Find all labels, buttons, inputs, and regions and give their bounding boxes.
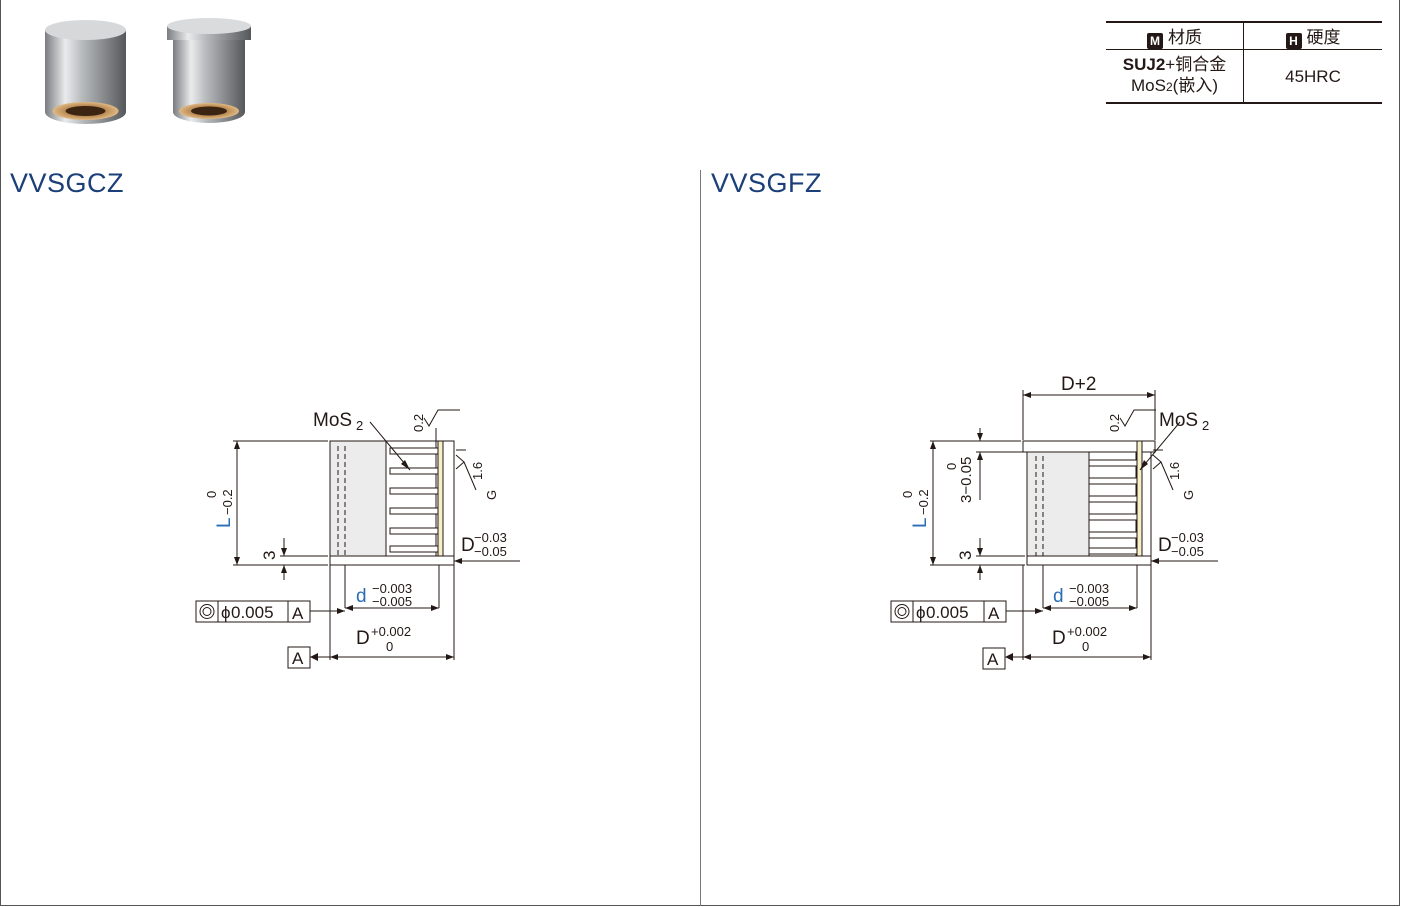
inner-d-tol-lower: −0.005 <box>372 594 412 609</box>
column-divider <box>700 170 701 906</box>
concentricity-datum: A <box>292 604 304 623</box>
mos-strip <box>437 440 444 566</box>
grind-mark: G <box>484 490 499 500</box>
mos-grooves <box>389 447 439 553</box>
flange-tol-label: 3−0.05 <box>958 457 975 503</box>
material-badge: M <box>1147 33 1163 49</box>
concentricity-value: 0.005 <box>926 603 969 622</box>
outer-d-tol-lower: −0.05 <box>1171 544 1204 559</box>
material-sub: 2 <box>1165 80 1173 94</box>
roughness-top: 0.2 <box>1107 414 1122 432</box>
datum-a-label: A <box>292 649 304 668</box>
drawing-vvsgfz: D+2 MoS 2 0.2 1.6 G L 0 −0.2 0 3−0.05 3 … <box>890 374 1218 670</box>
bore-d-tol-upper: +0.002 <box>371 624 411 639</box>
roughness-top: 0.2 <box>411 414 426 432</box>
outer-d-tol-upper: −0.03 <box>474 530 507 545</box>
length-label: L <box>214 517 235 528</box>
mos-grooves <box>1088 459 1138 555</box>
bore-d-tol-lower: 0 <box>1082 639 1089 654</box>
inner-d-label: d <box>1053 586 1064 607</box>
outer-d-label: D <box>461 535 475 556</box>
hardness-cell: 45HRC <box>1243 49 1382 104</box>
bore-d-tol-lower: 0 <box>386 639 393 654</box>
bore-d-label: D <box>356 628 370 649</box>
drawing-vvsgcz: MoS 2 0.2 1.6 G L 0 −0.2 3 D −0.03 −0.05… <box>195 409 520 669</box>
outer-d-label: D <box>1158 535 1172 556</box>
roughness-side: 1.6 <box>470 462 485 480</box>
bushing-photo-flanged <box>167 18 251 123</box>
concentricity-value: 0.005 <box>231 603 274 622</box>
mos-label: MoS <box>1159 410 1198 431</box>
flange-dia-label: D+2 <box>1061 374 1096 395</box>
product-photos <box>45 18 251 124</box>
phi-symbol: ϕ <box>916 603 926 622</box>
chamfer-3-label: 3 <box>260 551 279 560</box>
bushing-photo-straight <box>45 20 126 124</box>
flange <box>1022 440 1156 453</box>
material-cell: SUJ2+铜合金 MoS2(嵌入) <box>1106 49 1244 104</box>
bore-d-tol-upper: +0.002 <box>1067 624 1107 639</box>
inner-d-tol-upper: −0.003 <box>372 581 412 596</box>
chamfer-3-label: 3 <box>956 551 975 560</box>
length-label: L <box>910 517 931 528</box>
concentricity-frame: ϕ 0.005 A <box>195 600 311 623</box>
hardness-badge: H <box>1285 33 1302 49</box>
material-main: SUJ2 <box>1122 55 1166 74</box>
outer-d-tol-upper: −0.03 <box>1171 530 1204 545</box>
flange-tol-upper: 0 <box>944 463 959 470</box>
datum-a-box: A <box>287 646 318 669</box>
mos-strip <box>1136 440 1143 566</box>
grind-mark: G <box>1181 490 1196 500</box>
mos-label: MoS <box>313 410 352 431</box>
series-title-vvsgfz: VVSGFZ <box>711 168 823 198</box>
material-header-label: 材质 <box>1168 28 1202 47</box>
datum-a-box: A <box>982 647 1013 670</box>
datum-a-label: A <box>987 650 999 669</box>
length-tol-upper: 0 <box>900 491 915 498</box>
mos-sub: 2 <box>1202 418 1209 433</box>
mos-sub: 2 <box>356 418 363 433</box>
material-line2-tail: (嵌入) <box>1172 76 1218 95</box>
concentricity-datum: A <box>988 604 1000 623</box>
inner-d-tol-lower: −0.005 <box>1069 594 1109 609</box>
phi-symbol: ϕ <box>221 603 231 622</box>
hardness-header-label: 硬度 <box>1306 28 1341 47</box>
inner-d-label: d <box>356 586 367 607</box>
outer-d-tol-lower: −0.05 <box>474 544 507 559</box>
bore-d-label: D <box>1052 628 1066 649</box>
series-title-vvsgcz: VVSGCZ <box>10 168 125 198</box>
length-tol-upper: 0 <box>204 491 219 498</box>
material-line2: MoS <box>1131 76 1166 95</box>
material-rest: +铜合金 <box>1165 55 1227 74</box>
concentricity-frame: ϕ 0.005 A <box>890 600 1007 623</box>
bushing-body <box>1026 451 1090 566</box>
length-tol-lower: −0.2 <box>916 489 931 515</box>
material-header: M 材质 <box>1106 21 1244 50</box>
inner-d-tol-upper: −0.003 <box>1069 581 1109 596</box>
roughness-side: 1.6 <box>1167 462 1182 480</box>
length-tol-lower: −0.2 <box>220 489 235 515</box>
